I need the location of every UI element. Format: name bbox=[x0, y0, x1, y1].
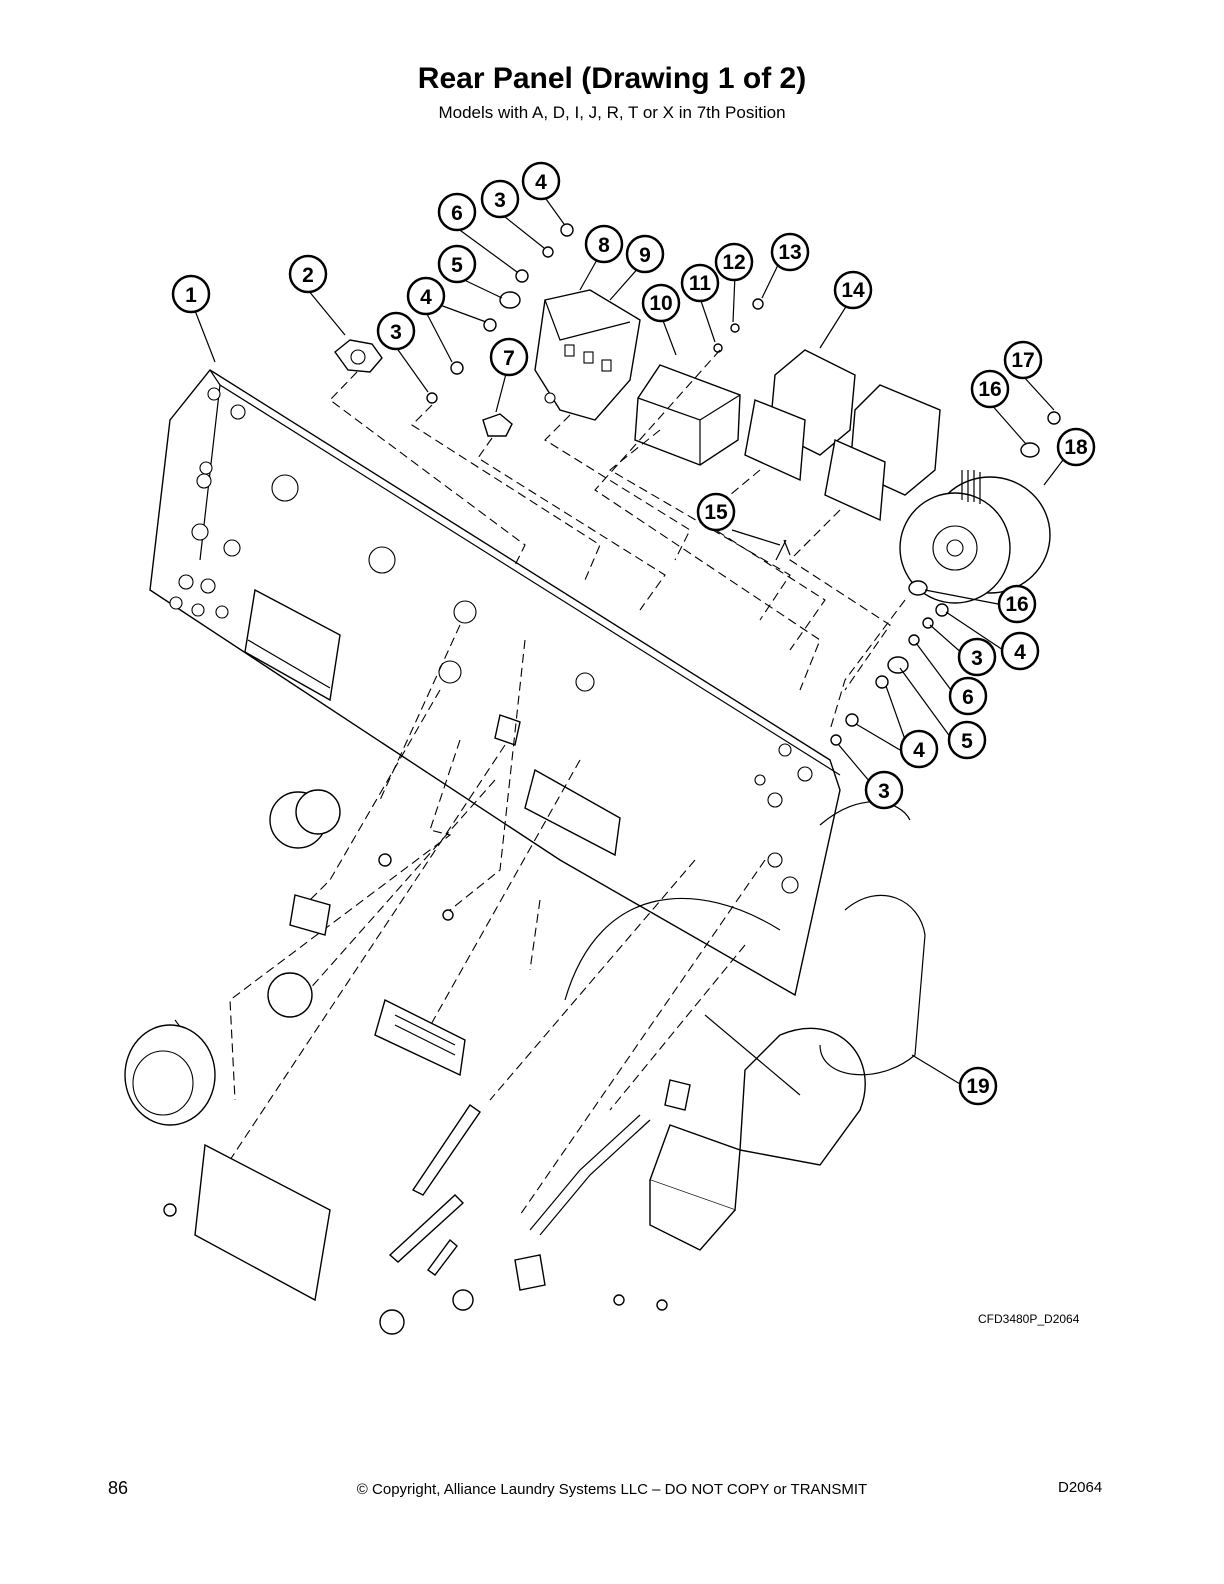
svg-text:19: 19 bbox=[966, 1075, 989, 1098]
svg-text:1: 1 bbox=[185, 284, 197, 307]
callout-2: 2 bbox=[288, 254, 328, 294]
contactor-item8-9 bbox=[534, 289, 641, 421]
switch-item bbox=[289, 894, 331, 936]
callout-3-right-lower: 3 bbox=[864, 770, 904, 810]
heater-housing bbox=[649, 1027, 866, 1251]
svg-text:3: 3 bbox=[494, 189, 506, 212]
cable-gland-upper bbox=[269, 789, 341, 849]
svg-text:4: 4 bbox=[913, 739, 925, 762]
rods-and-bolts bbox=[163, 853, 668, 1335]
callout-13: 13 bbox=[770, 232, 810, 272]
callout-6-right: 6 bbox=[948, 676, 988, 716]
svg-text:7: 7 bbox=[503, 347, 515, 370]
callout-3-top: 3 bbox=[480, 179, 520, 219]
callout-4-top: 4 bbox=[521, 161, 561, 201]
relay-item14-b bbox=[824, 384, 941, 522]
svg-text:9: 9 bbox=[639, 244, 651, 267]
callout-7: 7 bbox=[489, 337, 529, 377]
page-number: 86 bbox=[108, 1478, 129, 1498]
callout-15: 15 bbox=[696, 492, 736, 532]
callout-19: 19 bbox=[958, 1066, 998, 1106]
svg-text:12: 12 bbox=[722, 251, 745, 274]
svg-text:6: 6 bbox=[451, 202, 463, 225]
cable-gland-lower bbox=[267, 972, 313, 1018]
callout-9: 9 bbox=[625, 234, 665, 274]
svg-text:10: 10 bbox=[649, 292, 672, 315]
svg-text:2: 2 bbox=[302, 264, 314, 287]
svg-text:5: 5 bbox=[451, 254, 463, 277]
svg-text:16: 16 bbox=[1005, 593, 1028, 616]
box-item10 bbox=[634, 364, 741, 466]
svg-text:18: 18 bbox=[1064, 436, 1088, 459]
callout-3-right-upper: 3 bbox=[957, 637, 997, 677]
cover-plate bbox=[194, 1143, 331, 1302]
wiring-harness bbox=[529, 1079, 691, 1236]
hardware-stack-upper bbox=[426, 223, 1061, 746]
callout-1: 1 bbox=[171, 274, 211, 314]
callout-8: 8 bbox=[584, 224, 624, 264]
svg-text:4: 4 bbox=[535, 171, 547, 194]
motor-item18 bbox=[899, 470, 1051, 604]
svg-text:5: 5 bbox=[961, 730, 973, 753]
callout-17: 17 bbox=[1003, 340, 1043, 380]
copyright-notice: © Copyright, Alliance Laundry Systems LL… bbox=[356, 1481, 868, 1498]
callout-5-right: 5 bbox=[947, 720, 987, 760]
svg-text:6: 6 bbox=[962, 686, 974, 709]
leader-lines bbox=[193, 191, 1064, 1085]
drawing-code: CFD3480P_D2064 bbox=[978, 1312, 1080, 1326]
callout-5-top: 5 bbox=[437, 244, 477, 284]
document-code: D2064 bbox=[1058, 1479, 1103, 1496]
callout-18: 18 bbox=[1056, 427, 1096, 467]
terminal-block bbox=[374, 998, 466, 1077]
callout-4-right-upper: 4 bbox=[1000, 631, 1040, 671]
callout-4-left: 4 bbox=[406, 276, 446, 316]
relay-item14-a bbox=[744, 349, 856, 482]
svg-text:4: 4 bbox=[1014, 641, 1026, 664]
nut-hex-item2 bbox=[334, 339, 383, 373]
callout-14: 14 bbox=[833, 270, 873, 310]
svg-text:17: 17 bbox=[1011, 349, 1034, 372]
rotary-knob bbox=[124, 1024, 216, 1126]
svg-text:16: 16 bbox=[978, 378, 1001, 401]
callout-16-upper: 16 bbox=[970, 369, 1010, 409]
page-subtitle: Models with A, D, I, J, R, T or X in 7th… bbox=[438, 103, 786, 122]
svg-text:15: 15 bbox=[704, 501, 728, 524]
callout-16-lower: 16 bbox=[997, 584, 1037, 624]
callout-12: 12 bbox=[714, 242, 754, 282]
svg-text:11: 11 bbox=[689, 272, 712, 295]
callout-3-left: 3 bbox=[376, 311, 416, 351]
callout-4-right-lower: 4 bbox=[899, 729, 939, 769]
svg-text:3: 3 bbox=[971, 647, 983, 670]
svg-text:8: 8 bbox=[598, 234, 610, 257]
svg-text:3: 3 bbox=[878, 780, 890, 803]
svg-text:13: 13 bbox=[778, 241, 801, 264]
page-title: Rear Panel (Drawing 1 of 2) bbox=[417, 62, 807, 95]
rear-panel-plate bbox=[149, 369, 841, 997]
svg-text:4: 4 bbox=[420, 286, 432, 309]
callout-10: 10 bbox=[641, 283, 681, 323]
callout-6-top: 6 bbox=[437, 192, 477, 232]
svg-text:14: 14 bbox=[841, 279, 865, 302]
svg-text:3: 3 bbox=[390, 321, 402, 344]
callout-11: 11 bbox=[680, 263, 720, 303]
